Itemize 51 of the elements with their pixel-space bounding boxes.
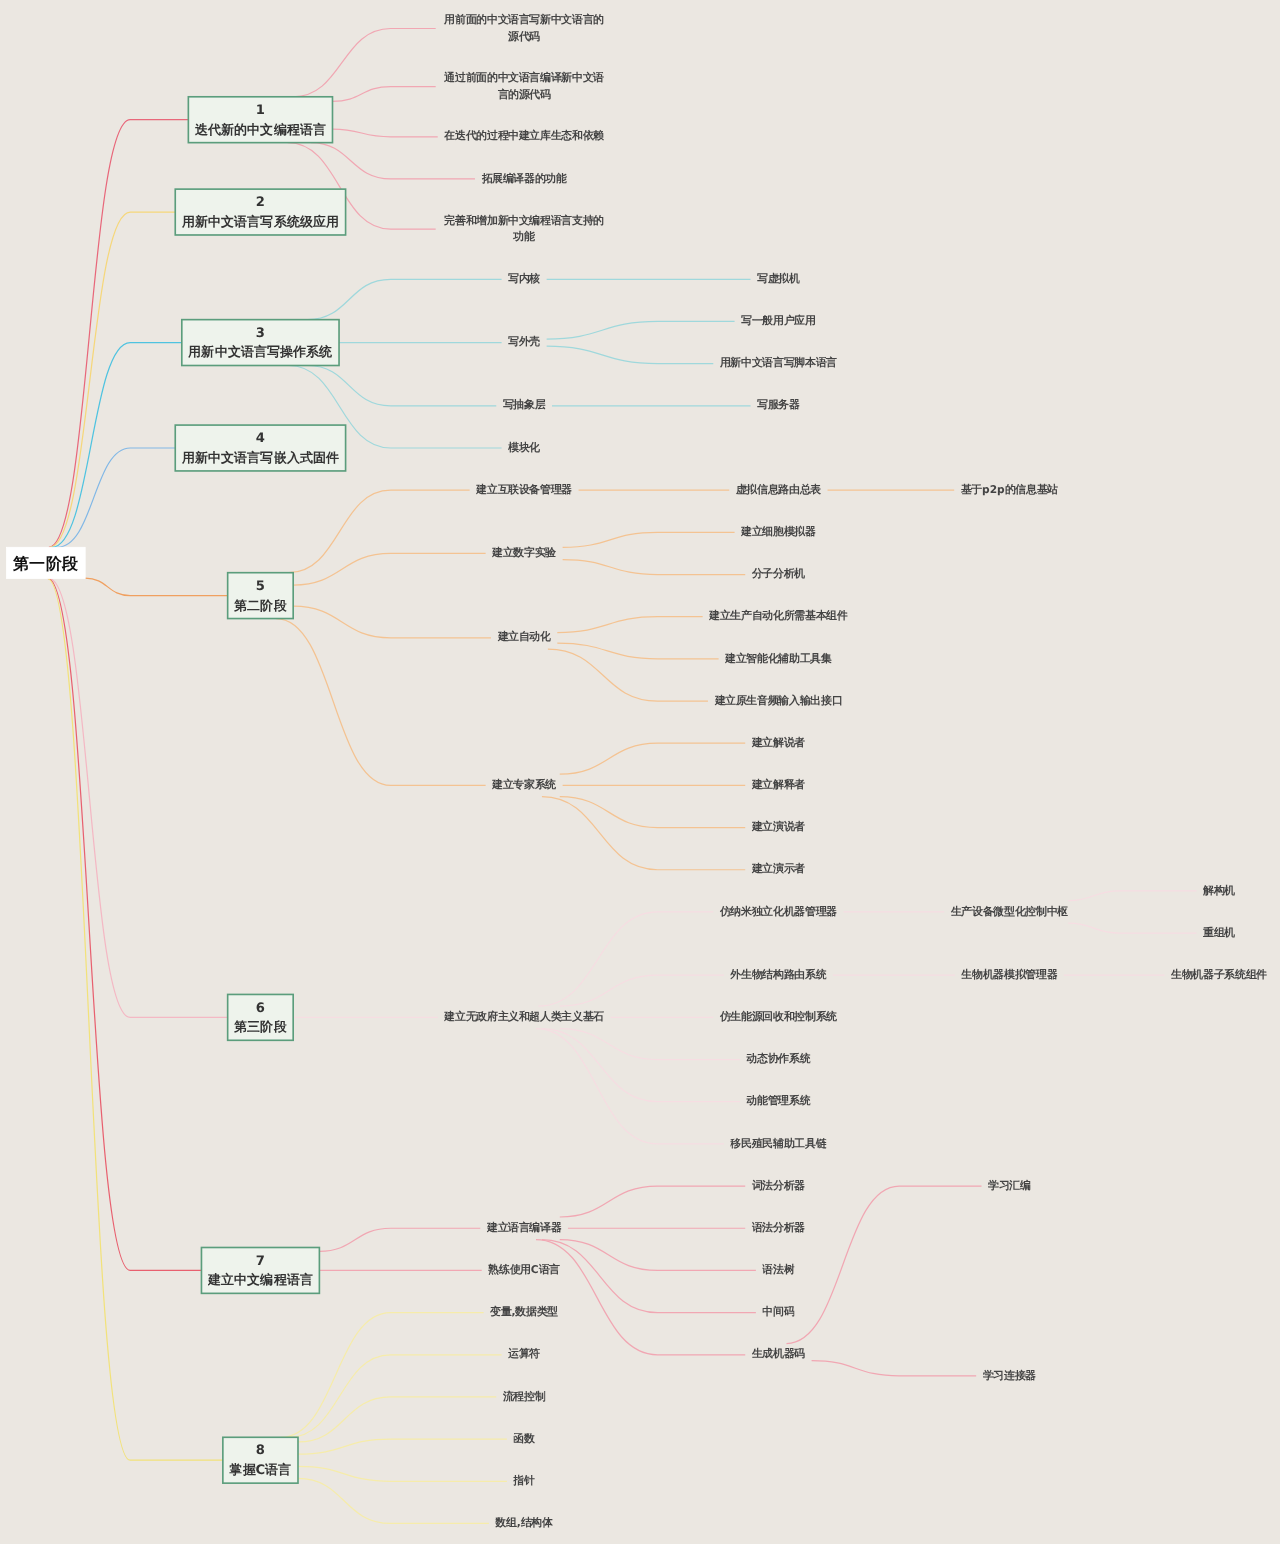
- connector: [84, 577, 229, 597]
- connector: [556, 616, 704, 634]
- connector: [47, 577, 203, 1272]
- connector: [318, 1269, 483, 1272]
- connector: [318, 1227, 481, 1252]
- connector: [292, 552, 487, 586]
- connector: [56, 447, 176, 548]
- node-box: [200, 1246, 321, 1295]
- node-box: [222, 1436, 299, 1484]
- connector: [562, 784, 746, 787]
- node-box: [6, 546, 86, 579]
- connector: [338, 341, 503, 344]
- connector: [331, 86, 437, 103]
- connector: [46, 577, 224, 1461]
- node-box: [187, 95, 334, 144]
- connector: [51, 341, 183, 548]
- connector: [559, 742, 746, 775]
- connector: [535, 1238, 746, 1356]
- connector: [559, 1185, 746, 1218]
- connector: [567, 1227, 746, 1229]
- connector: [541, 1238, 757, 1314]
- connector: [551, 405, 752, 407]
- node-box: [174, 424, 347, 472]
- connector: [556, 642, 720, 660]
- connector: [826, 489, 955, 491]
- connector: [559, 796, 746, 829]
- node-box: [226, 993, 294, 1042]
- connector: [297, 1438, 508, 1455]
- connector: [810, 1359, 977, 1377]
- connector: [546, 320, 736, 340]
- node-box: [174, 188, 347, 236]
- connector: [297, 1396, 497, 1443]
- connector: [577, 489, 730, 491]
- connector: [48, 577, 229, 1018]
- connector: [288, 489, 471, 574]
- connector: [49, 211, 176, 548]
- node-box: [226, 571, 294, 620]
- connector: [546, 278, 752, 280]
- connector: [785, 1185, 983, 1345]
- node-box: [181, 318, 340, 367]
- connector: [562, 531, 736, 548]
- connector: [546, 345, 714, 365]
- connector: [292, 605, 492, 639]
- connector: [297, 1465, 508, 1482]
- connector: [547, 648, 709, 702]
- connector: [48, 119, 189, 548]
- connector: [331, 128, 439, 138]
- connector: [541, 796, 746, 871]
- connector: [559, 1238, 757, 1272]
- connector: [562, 558, 746, 576]
- connector: [297, 1477, 490, 1525]
